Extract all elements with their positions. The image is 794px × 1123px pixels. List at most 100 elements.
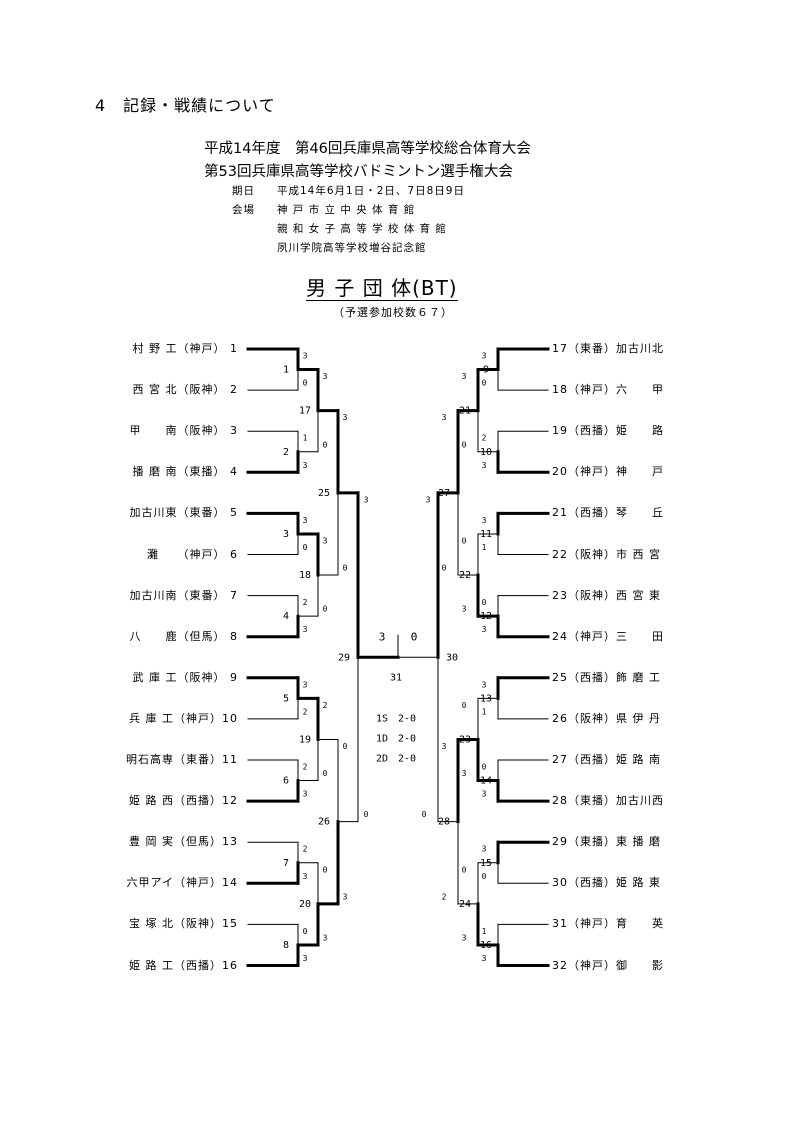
score-bottom: 0 bbox=[442, 564, 447, 573]
score-bottom: 3 bbox=[323, 933, 328, 942]
team-entry: 31（神戸）育 英 bbox=[552, 917, 664, 931]
match-number: 6 bbox=[283, 776, 289, 787]
final-detail: 1D 2-0 bbox=[376, 733, 416, 744]
score-top: 2 bbox=[303, 845, 308, 854]
team-entry: 兵 庫 工（神戸）10 bbox=[129, 711, 238, 725]
team-entry: 30（西播）姫 路 東 bbox=[552, 876, 661, 890]
score-top: 3 bbox=[442, 742, 447, 751]
score-top: 3 bbox=[482, 352, 487, 361]
score-bottom: 1 bbox=[482, 543, 487, 552]
team-entry: 19（西播）姫 路 bbox=[552, 424, 664, 438]
section-heading: 4 記録・戦績について bbox=[95, 96, 276, 115]
final-match-number: 31 bbox=[390, 672, 402, 683]
final-detail: 1S 2-0 bbox=[376, 713, 416, 724]
score-top: 3 bbox=[303, 516, 308, 525]
final-score-right: 0 bbox=[411, 630, 418, 643]
team-entry: 加古川東（東番） 5 bbox=[129, 506, 238, 520]
event-title-line-1: 平成14年度 第46回兵庫県高等学校総合体育大会 bbox=[204, 141, 531, 157]
team-entry: 西 宮 北（阪神） 2 bbox=[132, 383, 238, 397]
team-entry: 姫 路 工（西播）16 bbox=[129, 958, 238, 972]
score-bottom: 3 bbox=[303, 625, 308, 634]
score-bottom: 3 bbox=[482, 625, 487, 634]
team-entry: 28（東播）加古川西 bbox=[552, 794, 664, 808]
score-top: 0 bbox=[462, 536, 467, 545]
team-entry: 宝 塚 北（阪神）15 bbox=[129, 917, 238, 931]
score-top: 3 bbox=[323, 536, 328, 545]
team-entry: 25（西播）飾 磨 工 bbox=[552, 670, 661, 684]
score-bottom: 0 bbox=[323, 605, 328, 614]
score-bottom: 0 bbox=[323, 440, 328, 449]
score-bottom: 3 bbox=[482, 461, 487, 470]
score-top: 3 bbox=[323, 372, 328, 381]
score-top: 0 bbox=[303, 927, 308, 936]
score-top: 3 bbox=[482, 845, 487, 854]
final-detail: 2D 2-0 bbox=[376, 753, 416, 764]
score-bottom: 1 bbox=[482, 707, 487, 716]
team-entry: 22（阪神）市 西 宮 bbox=[552, 547, 661, 561]
score-top: 2 bbox=[323, 701, 328, 710]
match-number: 20 bbox=[299, 899, 311, 910]
match-number: 19 bbox=[299, 734, 311, 745]
team-entry: 姫 路 西（西播）12 bbox=[129, 794, 238, 808]
score-top: 3 bbox=[303, 680, 308, 689]
team-entry: 明石高専（東番）11 bbox=[126, 753, 238, 766]
bracket-title: 男 子 団 体(BT) bbox=[306, 276, 458, 301]
score-top: 3 bbox=[426, 495, 431, 504]
team-entry: 17（東番）加古川北 bbox=[552, 342, 664, 355]
score-bottom: 0 bbox=[462, 440, 467, 449]
score-bottom: 0 bbox=[343, 564, 348, 573]
score-bottom: 0 bbox=[364, 810, 369, 819]
match-number: 5 bbox=[283, 693, 289, 704]
dates-value: 平成14年6月1日・2日、7日8日9日 bbox=[277, 185, 465, 197]
team-entry: 26（阪神）県 伊 丹 bbox=[552, 711, 661, 725]
team-entry: 加古川南（東番） 7 bbox=[129, 588, 238, 602]
score-top: 1 bbox=[303, 434, 308, 443]
score-top: 0 bbox=[462, 865, 467, 874]
venue-3: 夙川学院高等学校増谷記念館 bbox=[277, 242, 427, 254]
score-bottom: 3 bbox=[462, 933, 467, 942]
score-top: 3 bbox=[303, 352, 308, 361]
venue-2: 親 和 女 子 高 等 学 校 体 育 館 bbox=[277, 223, 447, 235]
team-entry: 豊 岡 実（但馬）13 bbox=[129, 835, 238, 849]
match-number: 17 bbox=[299, 406, 311, 417]
team-entry: 24（神戸）三 田 bbox=[552, 629, 664, 643]
team-entry: 六甲アイ（神戸）14 bbox=[126, 876, 238, 890]
match-number: 7 bbox=[283, 858, 289, 869]
team-entry: 20（神戸）神 戸 bbox=[552, 465, 664, 479]
team-entry: 29（東播）東 播 磨 bbox=[552, 835, 661, 849]
score-bottom: 0 bbox=[482, 872, 487, 881]
match-number: 30 bbox=[446, 652, 458, 663]
score-top: 3 bbox=[442, 413, 447, 422]
match-number: 26 bbox=[318, 817, 330, 828]
score-top: 1 bbox=[482, 927, 487, 936]
team-entry: 32（神戸）御 影 bbox=[552, 958, 664, 972]
match-number: 8 bbox=[283, 940, 289, 951]
score-top: 0 bbox=[482, 598, 487, 607]
team-entry: 村 野 工（神戸） 1 bbox=[132, 342, 238, 355]
score-top: 3 bbox=[482, 680, 487, 689]
score-top: 3 bbox=[343, 413, 348, 422]
team-entry: 21（西播）琴 丘 bbox=[552, 506, 664, 520]
team-entry: 灘 （神戸） 6 bbox=[147, 547, 238, 561]
team-entry: 八 鹿（但馬） 8 bbox=[129, 629, 238, 643]
team-entry: 18（神戸）六 甲 bbox=[552, 383, 664, 397]
team-entry: 甲 南（阪神） 3 bbox=[129, 424, 238, 438]
score-top: 2 bbox=[482, 434, 487, 443]
score-bottom: 0 bbox=[303, 543, 308, 552]
match-number: 3 bbox=[283, 529, 289, 540]
score-top: 2 bbox=[303, 763, 308, 772]
score-bottom: 2 bbox=[442, 892, 447, 901]
venue-label: 会場 bbox=[232, 204, 255, 216]
match-number: 25 bbox=[318, 488, 330, 499]
score-bottom: 3 bbox=[303, 790, 308, 799]
score-top: 3 bbox=[482, 516, 487, 525]
score-top: 3 bbox=[462, 372, 467, 381]
match-number: 2 bbox=[283, 447, 289, 458]
match-number: 18 bbox=[299, 570, 311, 581]
score-top: 0 bbox=[482, 763, 487, 772]
score-bottom: 0 bbox=[303, 379, 308, 388]
team-entry: 23（阪神）西 宮 東 bbox=[552, 588, 661, 602]
score-bottom: 0 bbox=[422, 810, 427, 819]
venue-1: 神 戸 市 立 中 央 体 育 館 bbox=[277, 204, 416, 216]
